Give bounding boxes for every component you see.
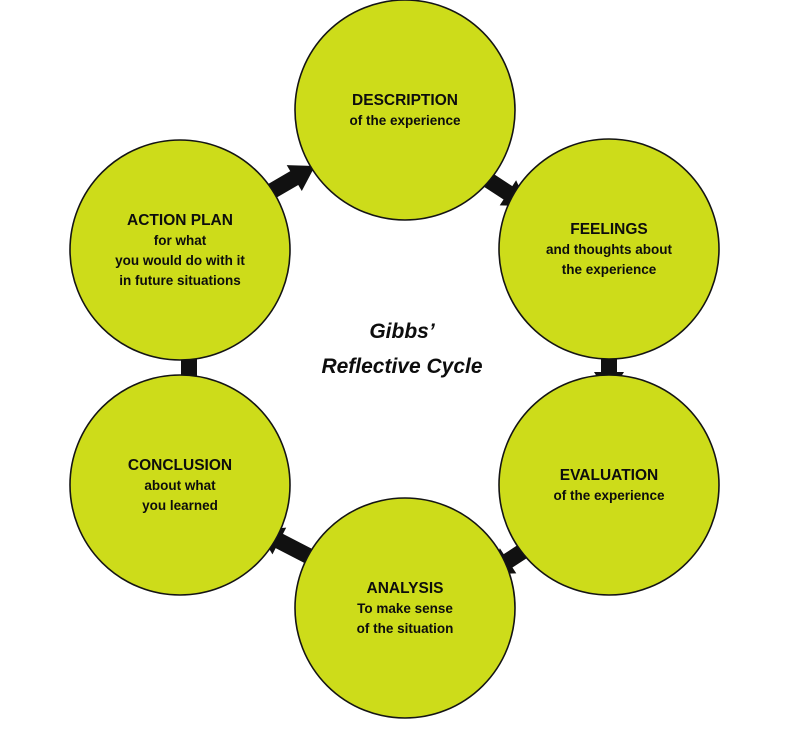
- stage-description-feelings-2: the experience: [562, 262, 657, 277]
- stage-circle-conclusion: [69, 374, 291, 596]
- stage-description-conclusion-1: about what: [144, 478, 216, 493]
- stage-title-conclusion: CONCLUSION: [128, 457, 232, 474]
- stage-circle-description: [294, 0, 516, 221]
- stage-circle-feelings: [498, 138, 720, 360]
- stage-description-evaluation-1: of the experience: [553, 488, 665, 503]
- stage-description-feelings-1: and thoughts about: [546, 242, 672, 257]
- stage-action-plan: ACTION PLAN for what you would do with it i…: [69, 139, 291, 361]
- stage-circle-evaluation: [498, 374, 720, 596]
- stage-evaluation: EVALUATION of the experience: [498, 374, 720, 596]
- stage-title-action-plan: ACTION PLAN: [127, 212, 233, 229]
- stage-description-analysis-2: of the situation: [357, 621, 454, 636]
- stage-description-description-1: of the experience: [349, 113, 461, 128]
- center-title-line-2: Reflective Cycle: [321, 355, 482, 378]
- stage-description-action-plan-3: in future situations: [119, 273, 241, 288]
- stage-description-action-plan-1: for what: [154, 233, 207, 248]
- stage-description: DESCRIPTION of the experience: [294, 0, 516, 221]
- stage-feelings: FEELINGS and thoughts about the experience: [498, 138, 720, 360]
- stage-conclusion: CONCLUSION about what you learned: [69, 374, 291, 596]
- stage-title-evaluation: EVALUATION: [560, 467, 658, 484]
- stage-title-description: DESCRIPTION: [352, 92, 458, 109]
- stage-circle-action-plan: [69, 139, 291, 361]
- stage-description-analysis-1: To make sense: [357, 601, 453, 616]
- stage-title-analysis: ANALYSIS: [367, 580, 444, 597]
- stage-circle-analysis: [294, 497, 516, 719]
- center-title-line-1: Gibbs’: [369, 320, 436, 343]
- stage-title-feelings: FEELINGS: [570, 221, 648, 238]
- stage-analysis: ANALYSIS To make sense of the situation: [294, 497, 516, 719]
- stage-description-conclusion-2: you learned: [142, 498, 218, 513]
- stage-description-action-plan-2: you would do with it: [115, 253, 245, 268]
- center-title: Gibbs’ Reflective Cycle: [321, 320, 482, 378]
